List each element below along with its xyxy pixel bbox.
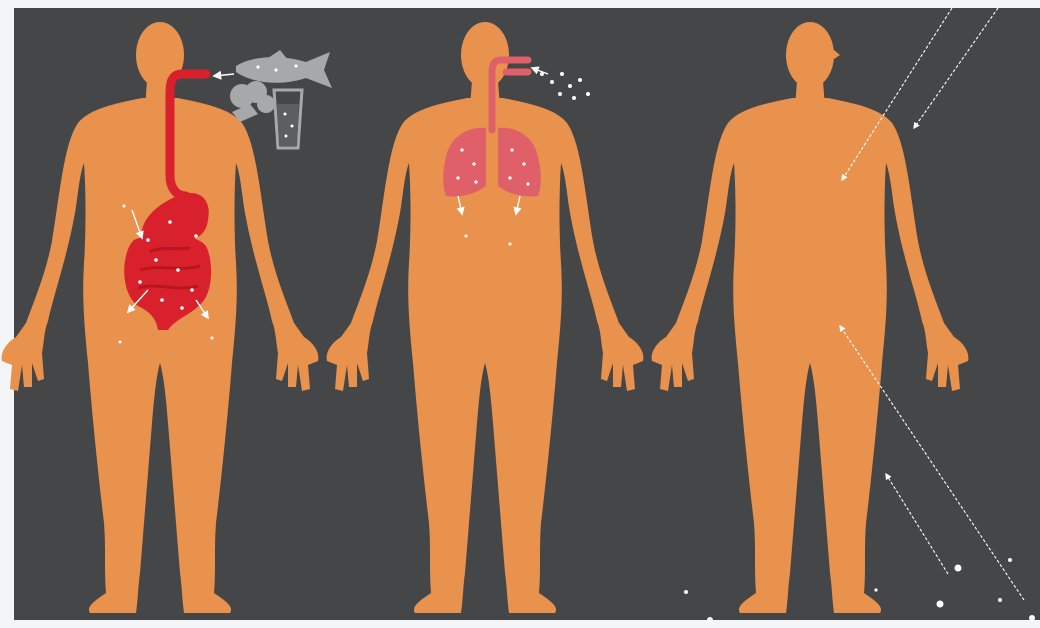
exposure-pathways-diagram <box>0 0 1040 628</box>
